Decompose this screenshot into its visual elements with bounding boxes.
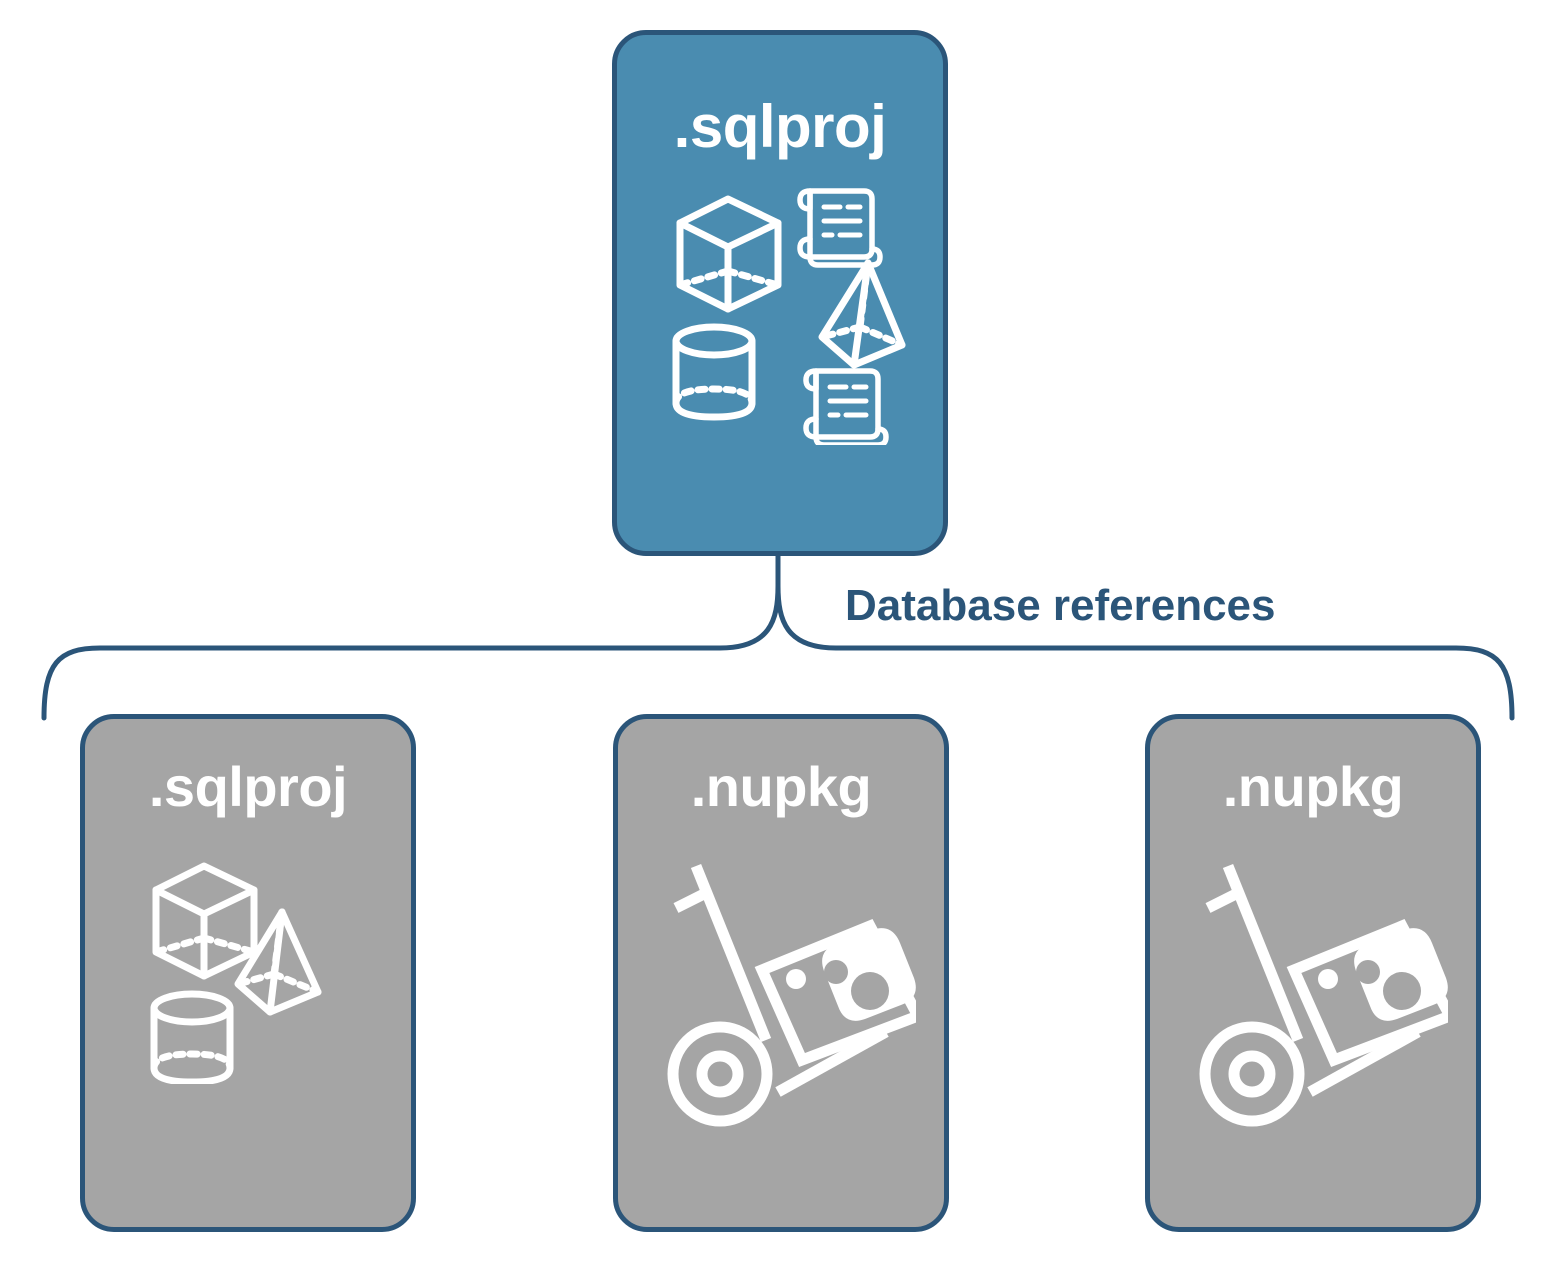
cube-icon [152,862,258,980]
nuget-glyph [1318,928,1448,1021]
root-card-icon-group [617,175,943,445]
database-references-label: Database references [845,581,1276,630]
reference-card-icon-group [1150,844,1476,1134]
reference-card-sqlproj[interactable]: .sqlproj [80,714,416,1232]
sqlproj-shapes-svg [150,862,322,1084]
hand-truck-package-icon [667,863,916,1127]
scroll-icon [803,368,889,445]
root-card-shapes-svg [672,188,906,445]
reference-card-title: .sqlproj [148,755,348,818]
reference-card-icon-group [618,844,944,1134]
nuget-glyph [786,928,916,1021]
reference-card-title: .nupkg [1222,755,1404,818]
reference-card-nupkg-1[interactable]: .nupkg [613,714,949,1232]
pyramid-icon [234,908,322,1016]
wheel-icon [1199,1021,1305,1127]
pyramid-icon [818,259,906,369]
reference-card-title: .nupkg [690,755,872,818]
cylinder-icon [150,990,234,1084]
cube-icon [676,195,782,313]
wheel-icon [667,1021,773,1127]
root-sqlproj-card[interactable]: .sqlproj [612,30,948,556]
reference-card-nupkg-2[interactable]: .nupkg [1145,714,1481,1232]
hand-truck-package-icon [1199,863,1448,1127]
nuget-glyph-holes [824,960,889,1010]
root-card-title: .sqlproj [673,93,887,160]
scroll-icon [797,188,883,268]
reference-card-icon-group [85,844,411,1084]
nuget-glyph-holes [1356,960,1421,1010]
cylinder-icon [672,323,756,421]
